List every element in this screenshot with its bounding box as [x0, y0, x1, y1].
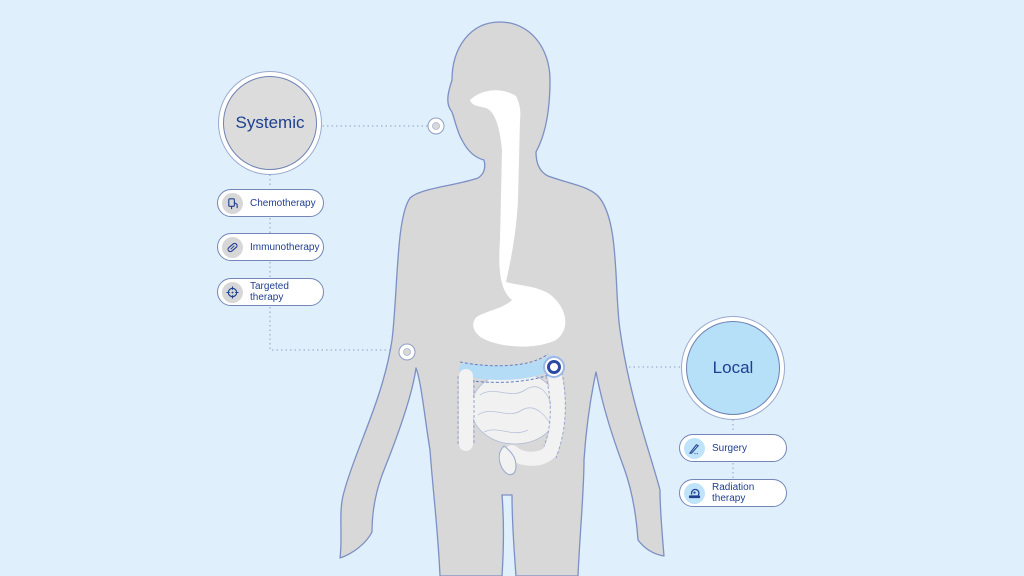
systemic-label: Systemic [235, 113, 305, 132]
surgery-pill[interactable]: Surgery [679, 434, 787, 462]
local-label: Local [712, 358, 754, 377]
digestive-tract [470, 90, 566, 347]
colon-sides [459, 365, 566, 466]
mouth-entry-marker [427, 117, 445, 135]
systemic-node[interactable]: Systemic [223, 76, 317, 170]
targeted-therapy-label: Targeted therapy [250, 281, 289, 303]
capsule-icon [222, 236, 243, 258]
immunotherapy-label: Immunotherapy [250, 241, 320, 253]
targeted-therapy-pill[interactable]: Targeted therapy [217, 278, 324, 306]
radiation-therapy-label: Radiation therapy [712, 482, 755, 504]
tumor-marker [547, 360, 561, 374]
small-intestine [470, 371, 560, 445]
crosshair-icon [222, 281, 243, 303]
arm-entry-marker [398, 343, 416, 361]
chemotherapy-label: Chemotherapy [250, 197, 316, 209]
local-node[interactable]: Local [686, 321, 780, 415]
radiation-therapy-pill[interactable]: Radiation therapy [679, 479, 787, 507]
chemotherapy-pill[interactable]: Chemotherapy [217, 189, 324, 217]
immunotherapy-pill[interactable]: Immunotherapy [217, 233, 324, 261]
iv-bag-icon [222, 192, 243, 214]
sigmoid-colon [498, 445, 517, 475]
radiation-machine-icon [684, 482, 705, 504]
scalpel-icon [684, 437, 705, 459]
human-silhouette [339, 21, 665, 576]
surgery-label: Surgery [712, 442, 748, 454]
